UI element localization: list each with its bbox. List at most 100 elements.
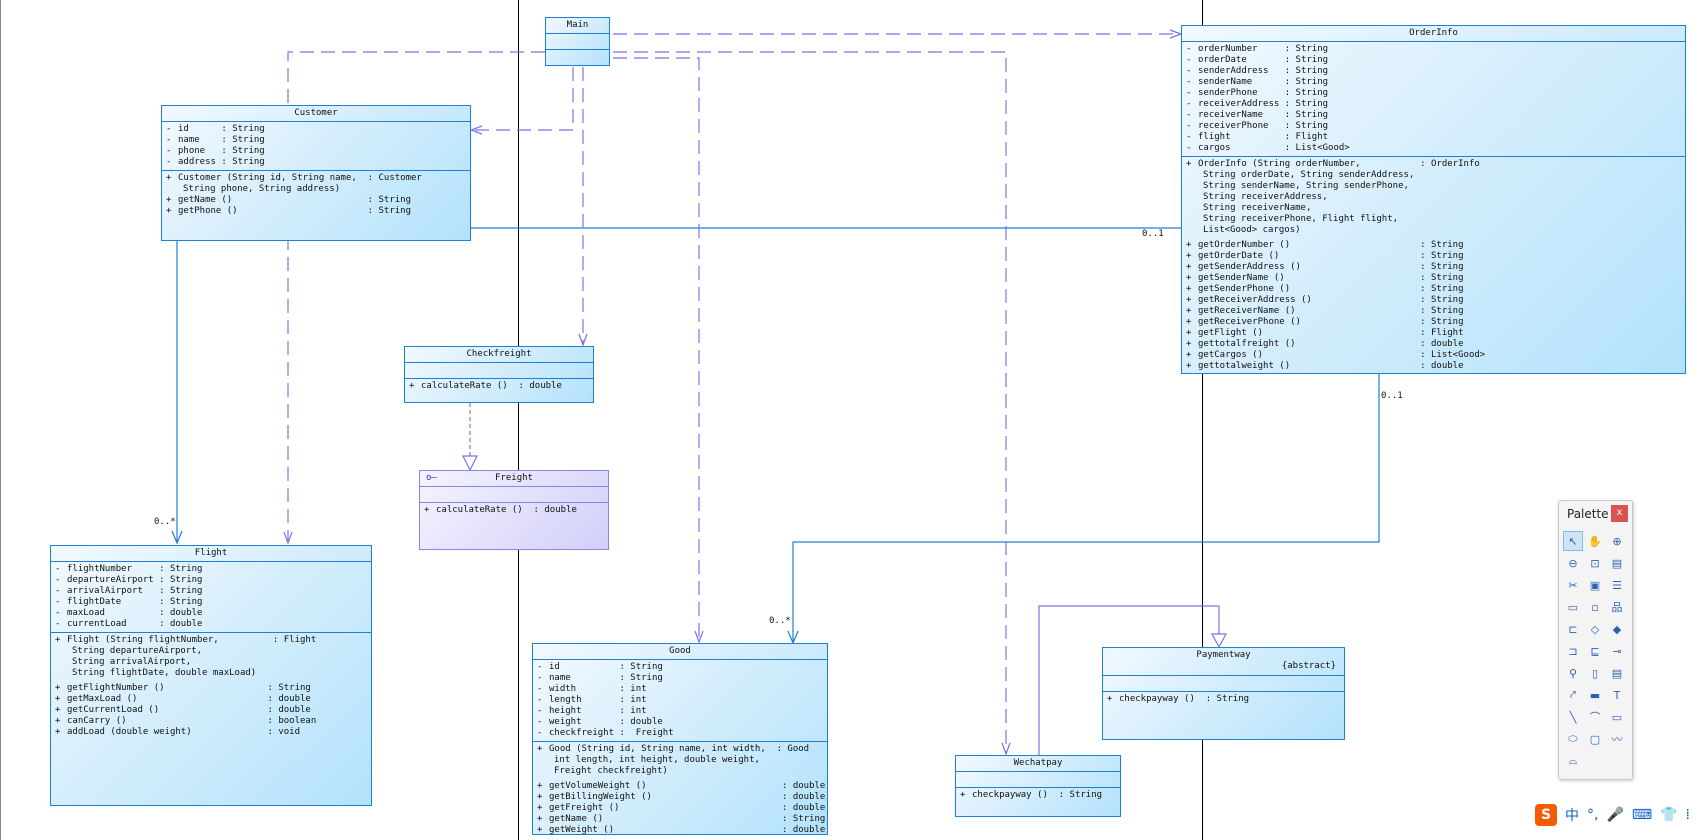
- realization-tool-icon[interactable]: ⊸: [1612, 644, 1622, 658]
- class-checkfreight[interactable]: Checkfreight +calculateRate () : double: [404, 346, 594, 403]
- comment-tool-icon[interactable]: ▤: [1611, 666, 1623, 680]
- select-tool-icon[interactable]: ↖: [1563, 531, 1583, 551]
- palette-panel[interactable]: Palette x ↖✋⊕⊖⊡▤✂▣☰▭▫品⊏◇◆⊐⊑⊸⚲▯▤⤤▬T╲⌒▭⬭▢〰…: [1558, 500, 1633, 780]
- operation[interactable]: +getMaxLoad () : double: [55, 694, 367, 705]
- attribute[interactable]: -length : int: [537, 695, 823, 706]
- class-paymentway[interactable]: Paymentway {abstract} +checkpayway () : …: [1102, 647, 1345, 740]
- operation[interactable]: +getWeight () : double: [537, 825, 825, 836]
- attribute[interactable]: -receiverAddress : String: [1186, 99, 1681, 110]
- operation[interactable]: +gettotalweight () : double: [1186, 361, 1681, 372]
- cut-tool-icon[interactable]: ✂: [1568, 578, 1578, 592]
- operation[interactable]: +checkpayway () : String: [960, 790, 1116, 801]
- operation[interactable]: +getReceiverAddress () : String: [1186, 295, 1681, 306]
- class-good[interactable]: Good -id : String-name : String-width : …: [532, 643, 828, 835]
- operation[interactable]: +Customer (String id, String name, : Cus…: [166, 173, 466, 195]
- keyboard-icon[interactable]: ⌨: [1631, 807, 1653, 823]
- operation[interactable]: +getPhone () : String: [166, 206, 466, 217]
- attribute[interactable]: -senderPhone : String: [1186, 88, 1681, 99]
- palette-close-button[interactable]: x: [1611, 505, 1628, 522]
- pan-hand-tool-icon[interactable]: ✋: [1588, 534, 1602, 548]
- attribute[interactable]: -currentLoad : double: [55, 619, 367, 630]
- operation[interactable]: +getOrderNumber () : String: [1186, 240, 1681, 251]
- operation[interactable]: +getFreight () : double: [537, 803, 825, 814]
- text-tool-icon[interactable]: T: [1613, 688, 1621, 702]
- operation[interactable]: +getSenderPhone () : String: [1186, 284, 1681, 295]
- microphone-icon[interactable]: 🎤: [1606, 807, 1624, 823]
- small-box-tool-icon[interactable]: ▫: [1591, 600, 1599, 614]
- constructor[interactable]: +OrderInfo (String orderNumber, : OrderI…: [1186, 159, 1681, 236]
- operation[interactable]: +getCurrentLoad () : double: [55, 705, 367, 716]
- operation[interactable]: +getFlight () : Flight: [1186, 328, 1681, 339]
- zoom-out-tool-icon[interactable]: ⊖: [1568, 556, 1578, 570]
- anchor-tool-icon[interactable]: ⤤: [1569, 688, 1577, 701]
- attribute[interactable]: -name : String: [537, 673, 823, 684]
- attribute[interactable]: -departureAirport : String: [55, 575, 367, 586]
- operation[interactable]: +getName () : String: [537, 814, 825, 825]
- constructor[interactable]: +Good (String id, String name, int width…: [537, 744, 823, 777]
- attribute[interactable]: -id : String: [537, 662, 823, 673]
- ime-toolbar[interactable]: S 中°,🎤⌨👕⁞: [1535, 800, 1690, 830]
- sogou-logo-icon[interactable]: S: [1535, 804, 1557, 826]
- attribute[interactable]: -arrivalAirport : String: [55, 586, 367, 597]
- operation[interactable]: +calculateRate () : double: [409, 381, 589, 392]
- operation[interactable]: +gettotalfreight () : double: [1186, 339, 1681, 350]
- attribute[interactable]: -senderName : String: [1186, 77, 1681, 88]
- class-orderinfo[interactable]: OrderInfo -orderNumber : String-orderDat…: [1181, 25, 1686, 374]
- attribute[interactable]: -address : String: [166, 157, 466, 168]
- attribute[interactable]: -flight : Flight: [1186, 132, 1681, 143]
- attribute[interactable]: -phone : String: [166, 146, 466, 157]
- attribute[interactable]: -checkfreight : Freight: [537, 728, 823, 739]
- interface-lollipop-tool-icon[interactable]: ⚲: [1568, 666, 1578, 680]
- arc-tool-icon[interactable]: ⌒: [1589, 711, 1601, 724]
- operation[interactable]: +getBillingWeight () : double: [537, 792, 825, 803]
- rectangle-tool-icon[interactable]: ▭: [1611, 710, 1623, 724]
- operation[interactable]: +getCargos () : List<Good>: [1186, 350, 1681, 361]
- attribute[interactable]: -id : String: [166, 124, 466, 135]
- operation[interactable]: +getVolumeWeight () : double: [537, 781, 825, 792]
- attribute[interactable]: -receiverPhone : String: [1186, 121, 1681, 132]
- class-wechatpay[interactable]: Wechatpay +checkpayway () : String: [955, 755, 1121, 817]
- punctuation-icon[interactable]: °,: [1587, 807, 1599, 823]
- operation[interactable]: +getFlightNumber () : String: [55, 683, 367, 694]
- attribute[interactable]: -cargos : List<Good>: [1186, 143, 1681, 154]
- ellipse-tool-icon[interactable]: ⬭: [1568, 732, 1578, 745]
- operation[interactable]: +getSenderName () : String: [1186, 273, 1681, 284]
- package-tool-icon[interactable]: ▣: [1589, 578, 1601, 592]
- attribute[interactable]: -orderDate : String: [1186, 55, 1681, 66]
- zoom-in-tool-icon[interactable]: ⊕: [1612, 534, 1622, 548]
- attribute[interactable]: -maxLoad : double: [55, 608, 367, 619]
- attribute[interactable]: -senderAddress : String: [1186, 66, 1681, 77]
- dependency-tool-icon[interactable]: ⊐: [1568, 644, 1578, 658]
- operation[interactable]: +getReceiverPhone () : String: [1186, 317, 1681, 328]
- operation[interactable]: +getName () : String: [166, 195, 466, 206]
- attribute[interactable]: -name : String: [166, 135, 466, 146]
- interface-freight[interactable]: o— Freight +calculateRate () : double: [419, 470, 609, 550]
- generalization-tool-icon[interactable]: ⊑: [1590, 644, 1600, 658]
- operation[interactable]: +getSenderAddress () : String: [1186, 262, 1681, 273]
- zoom-fit-tool-icon[interactable]: ⊡: [1590, 556, 1600, 570]
- skin-shirt-icon[interactable]: 👕: [1660, 807, 1678, 823]
- composition-tool-icon[interactable]: ◆: [1612, 622, 1622, 636]
- association-tool-icon[interactable]: ⊏: [1568, 622, 1578, 636]
- operation[interactable]: +getOrderDate () : String: [1186, 251, 1681, 262]
- class-customer[interactable]: Customer -id : String-name : String-phon…: [161, 105, 471, 241]
- attribute[interactable]: -width : int: [537, 684, 823, 695]
- text-area-tool-icon[interactable]: ▬: [1589, 688, 1601, 702]
- properties-tool-icon[interactable]: ▤: [1611, 556, 1623, 570]
- rounded-rect-tool-icon[interactable]: ▢: [1589, 732, 1601, 746]
- attribute[interactable]: -height : int: [537, 706, 823, 717]
- operation[interactable]: +getReceiverName () : String: [1186, 306, 1681, 317]
- operation[interactable]: +addLoad (double weight) : void: [55, 727, 367, 738]
- operation[interactable]: +canCarry () : boolean: [55, 716, 367, 727]
- attribute[interactable]: -receiverName : String: [1186, 110, 1681, 121]
- attribute[interactable]: -flightDate : String: [55, 597, 367, 608]
- aggregation-tool-icon[interactable]: ◇: [1590, 622, 1600, 636]
- operation[interactable]: +calculateRate () : double: [424, 505, 604, 516]
- operation[interactable]: +checkpayway () : String: [1107, 694, 1340, 705]
- class-tool-icon[interactable]: ☰: [1612, 578, 1622, 592]
- class-main[interactable]: Main: [545, 17, 610, 66]
- freeform-tool-icon[interactable]: ⌓: [1568, 754, 1578, 767]
- line-tool-icon[interactable]: ╲: [1569, 710, 1577, 724]
